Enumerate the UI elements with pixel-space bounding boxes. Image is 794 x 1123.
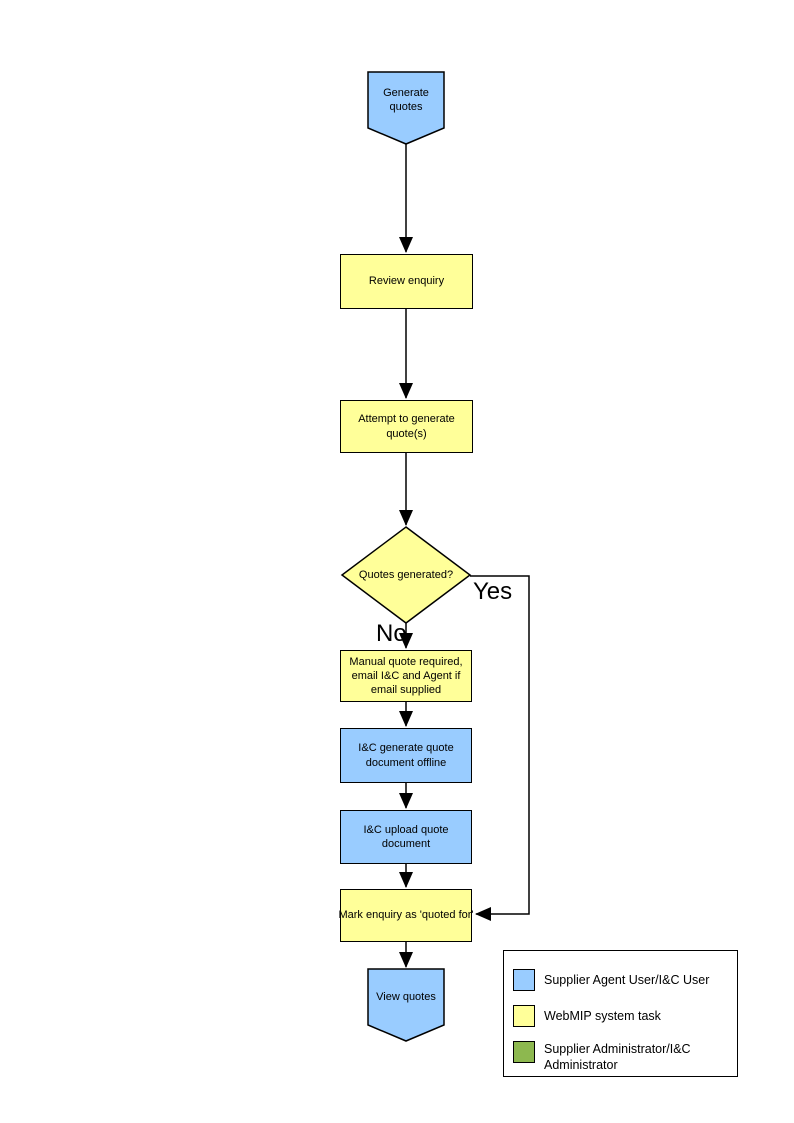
terminator-view-quotes-label: View quotes [376,990,436,1003]
legend-item-supplier-agent-user: Supplier Agent User/I&C User [513,969,724,991]
process-mark-quoted-label: Mark enquiry as 'quoted for' [338,909,474,922]
decision-quotes-generated-label: Quotes generated? [358,568,454,581]
legend-item-webmip-system-task: WebMIP system task [513,1005,724,1027]
legend-label-supplier-agent-user: Supplier Agent User/I&C User [544,973,710,987]
process-ic-upload: I&C upload quote document [340,810,472,864]
legend-swatch-supplier-administrator [513,1041,535,1063]
legend: Supplier Agent User/I&C User WebMIP syst… [503,950,738,1077]
arrow-decision-yes-to-mark [470,575,530,921]
legend-label-webmip-system-task: WebMIP system task [544,1009,661,1023]
process-mark-quoted: Mark enquiry as 'quoted for' [338,889,474,942]
process-manual-quote-label: Manual quote required, email I&C and Age… [349,655,463,697]
branch-label-no: No [376,620,407,647]
terminator-generate-quotes-label: Generate quotes [383,86,429,113]
process-ic-upload-label: I&C upload quote document [363,823,449,850]
legend-item-supplier-administrator: Supplier Administrator/I&C Administrator [513,1041,724,1073]
process-review-enquiry-label: Review enquiry [368,275,445,288]
legend-swatch-webmip-system-task [513,1005,535,1027]
legend-swatch-supplier-agent-user [513,969,535,991]
process-attempt-generate-label: Attempt to generate quote(s) [358,413,455,440]
process-review-enquiry: Review enquiry [340,254,473,309]
process-manual-quote: Manual quote required, email I&C and Age… [340,650,472,702]
process-ic-generate-offline: I&C generate quote document offline [340,728,472,783]
process-attempt-generate: Attempt to generate quote(s) [340,400,473,453]
branch-label-yes: Yes [473,578,513,605]
legend-label-supplier-administrator: Supplier Administrator/I&C Administrator [544,1042,691,1072]
process-ic-generate-offline-label: I&C generate quote document offline [358,742,454,769]
